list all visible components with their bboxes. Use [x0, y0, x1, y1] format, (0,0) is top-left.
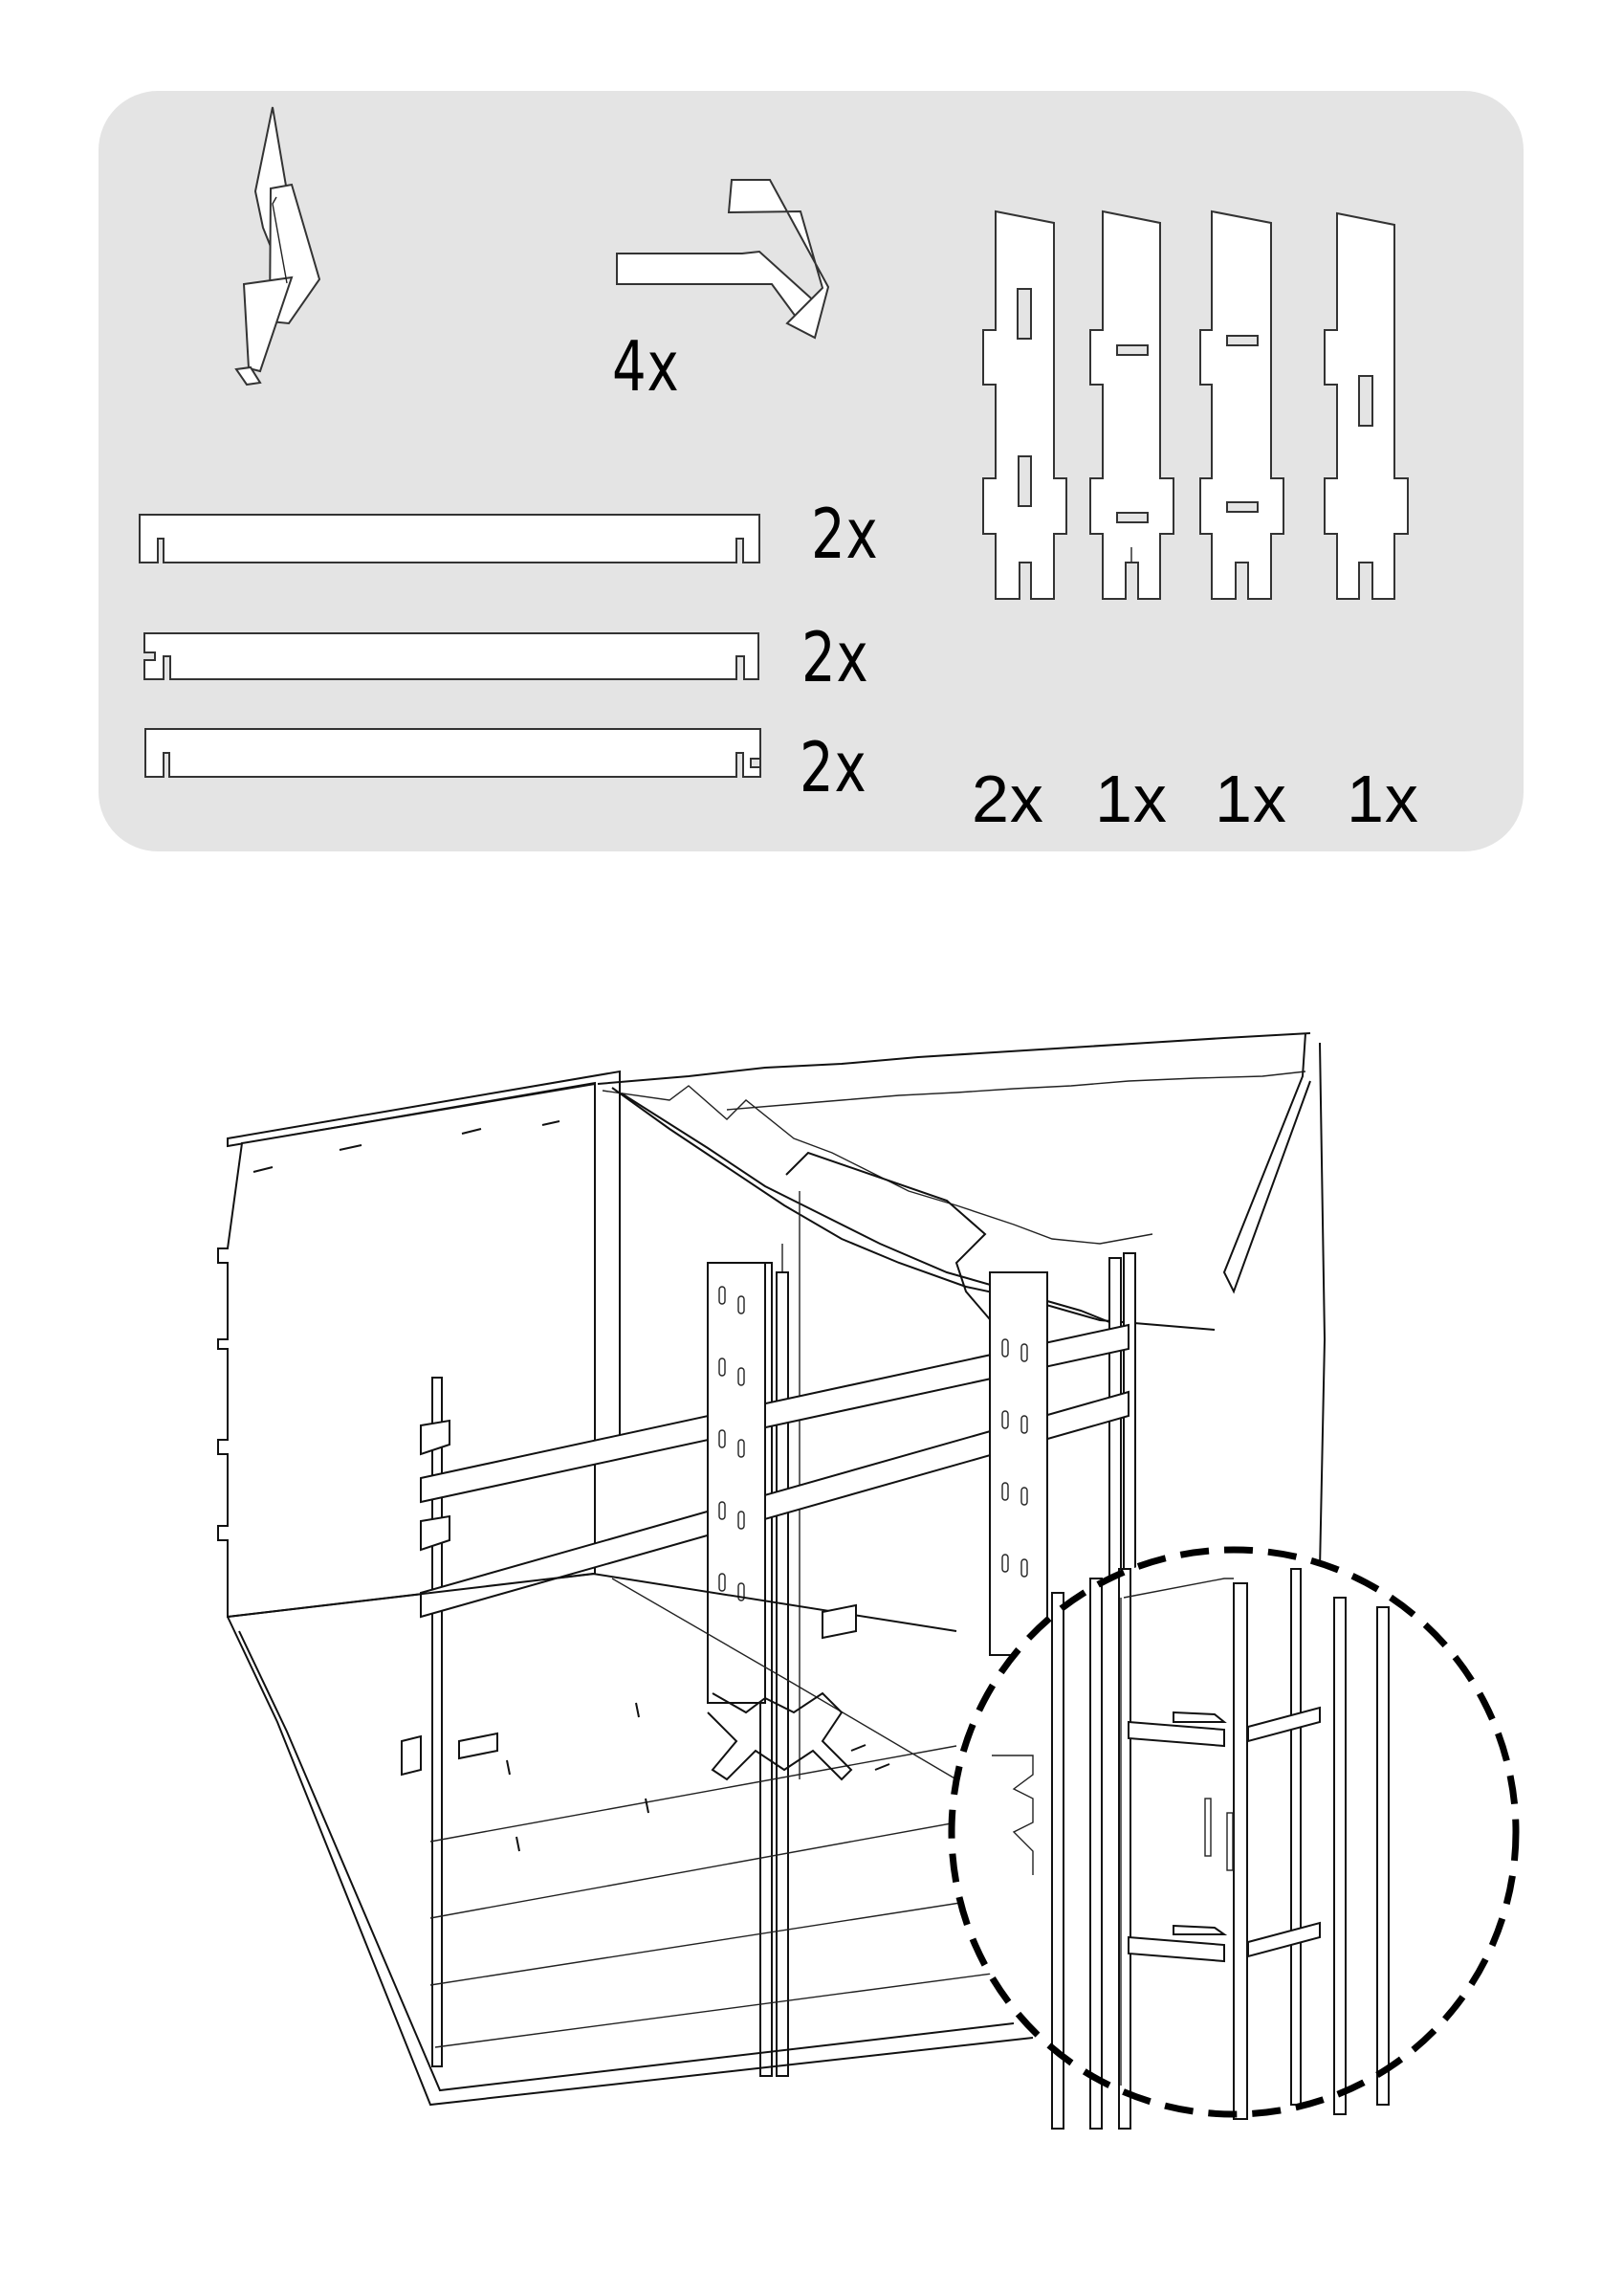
qty-upright-d: 1x	[1347, 762, 1419, 836]
detail-callout	[948, 1546, 1520, 2130]
floor-slot-icons	[506, 1702, 890, 1852]
qty-upright-b: 1x	[1095, 762, 1168, 836]
upright-slot-icons	[718, 1286, 1028, 1601]
upright-c-icon	[1199, 210, 1284, 600]
left-wall-slot-icons	[252, 1120, 560, 1173]
long-rail-c-icon	[144, 728, 761, 778]
long-rail-a-icon	[139, 514, 760, 563]
corner-bracket-flat-icon	[616, 179, 830, 340]
qty-long-rail-b: 2x	[801, 617, 869, 697]
upright-d-icon	[1324, 211, 1409, 600]
dashed-circle-outline	[948, 1546, 1520, 2118]
long-rail-b-icon	[143, 632, 759, 680]
upright-a-icon	[982, 210, 1067, 600]
qty-corner-bracket: 4x	[612, 326, 680, 407]
parts-panel	[99, 91, 1524, 851]
qty-upright-c: 1x	[1215, 762, 1287, 836]
qty-upright-a: 2x	[972, 762, 1044, 836]
upright-b-icon	[1089, 210, 1174, 600]
qty-long-rail-a: 2x	[811, 494, 879, 574]
detail-callout-drawing	[992, 1568, 1390, 2130]
qty-long-rail-c: 2x	[800, 727, 867, 807]
corner-bracket-3d-icon	[234, 106, 321, 386]
assembly-drawing	[217, 1032, 1327, 2107]
